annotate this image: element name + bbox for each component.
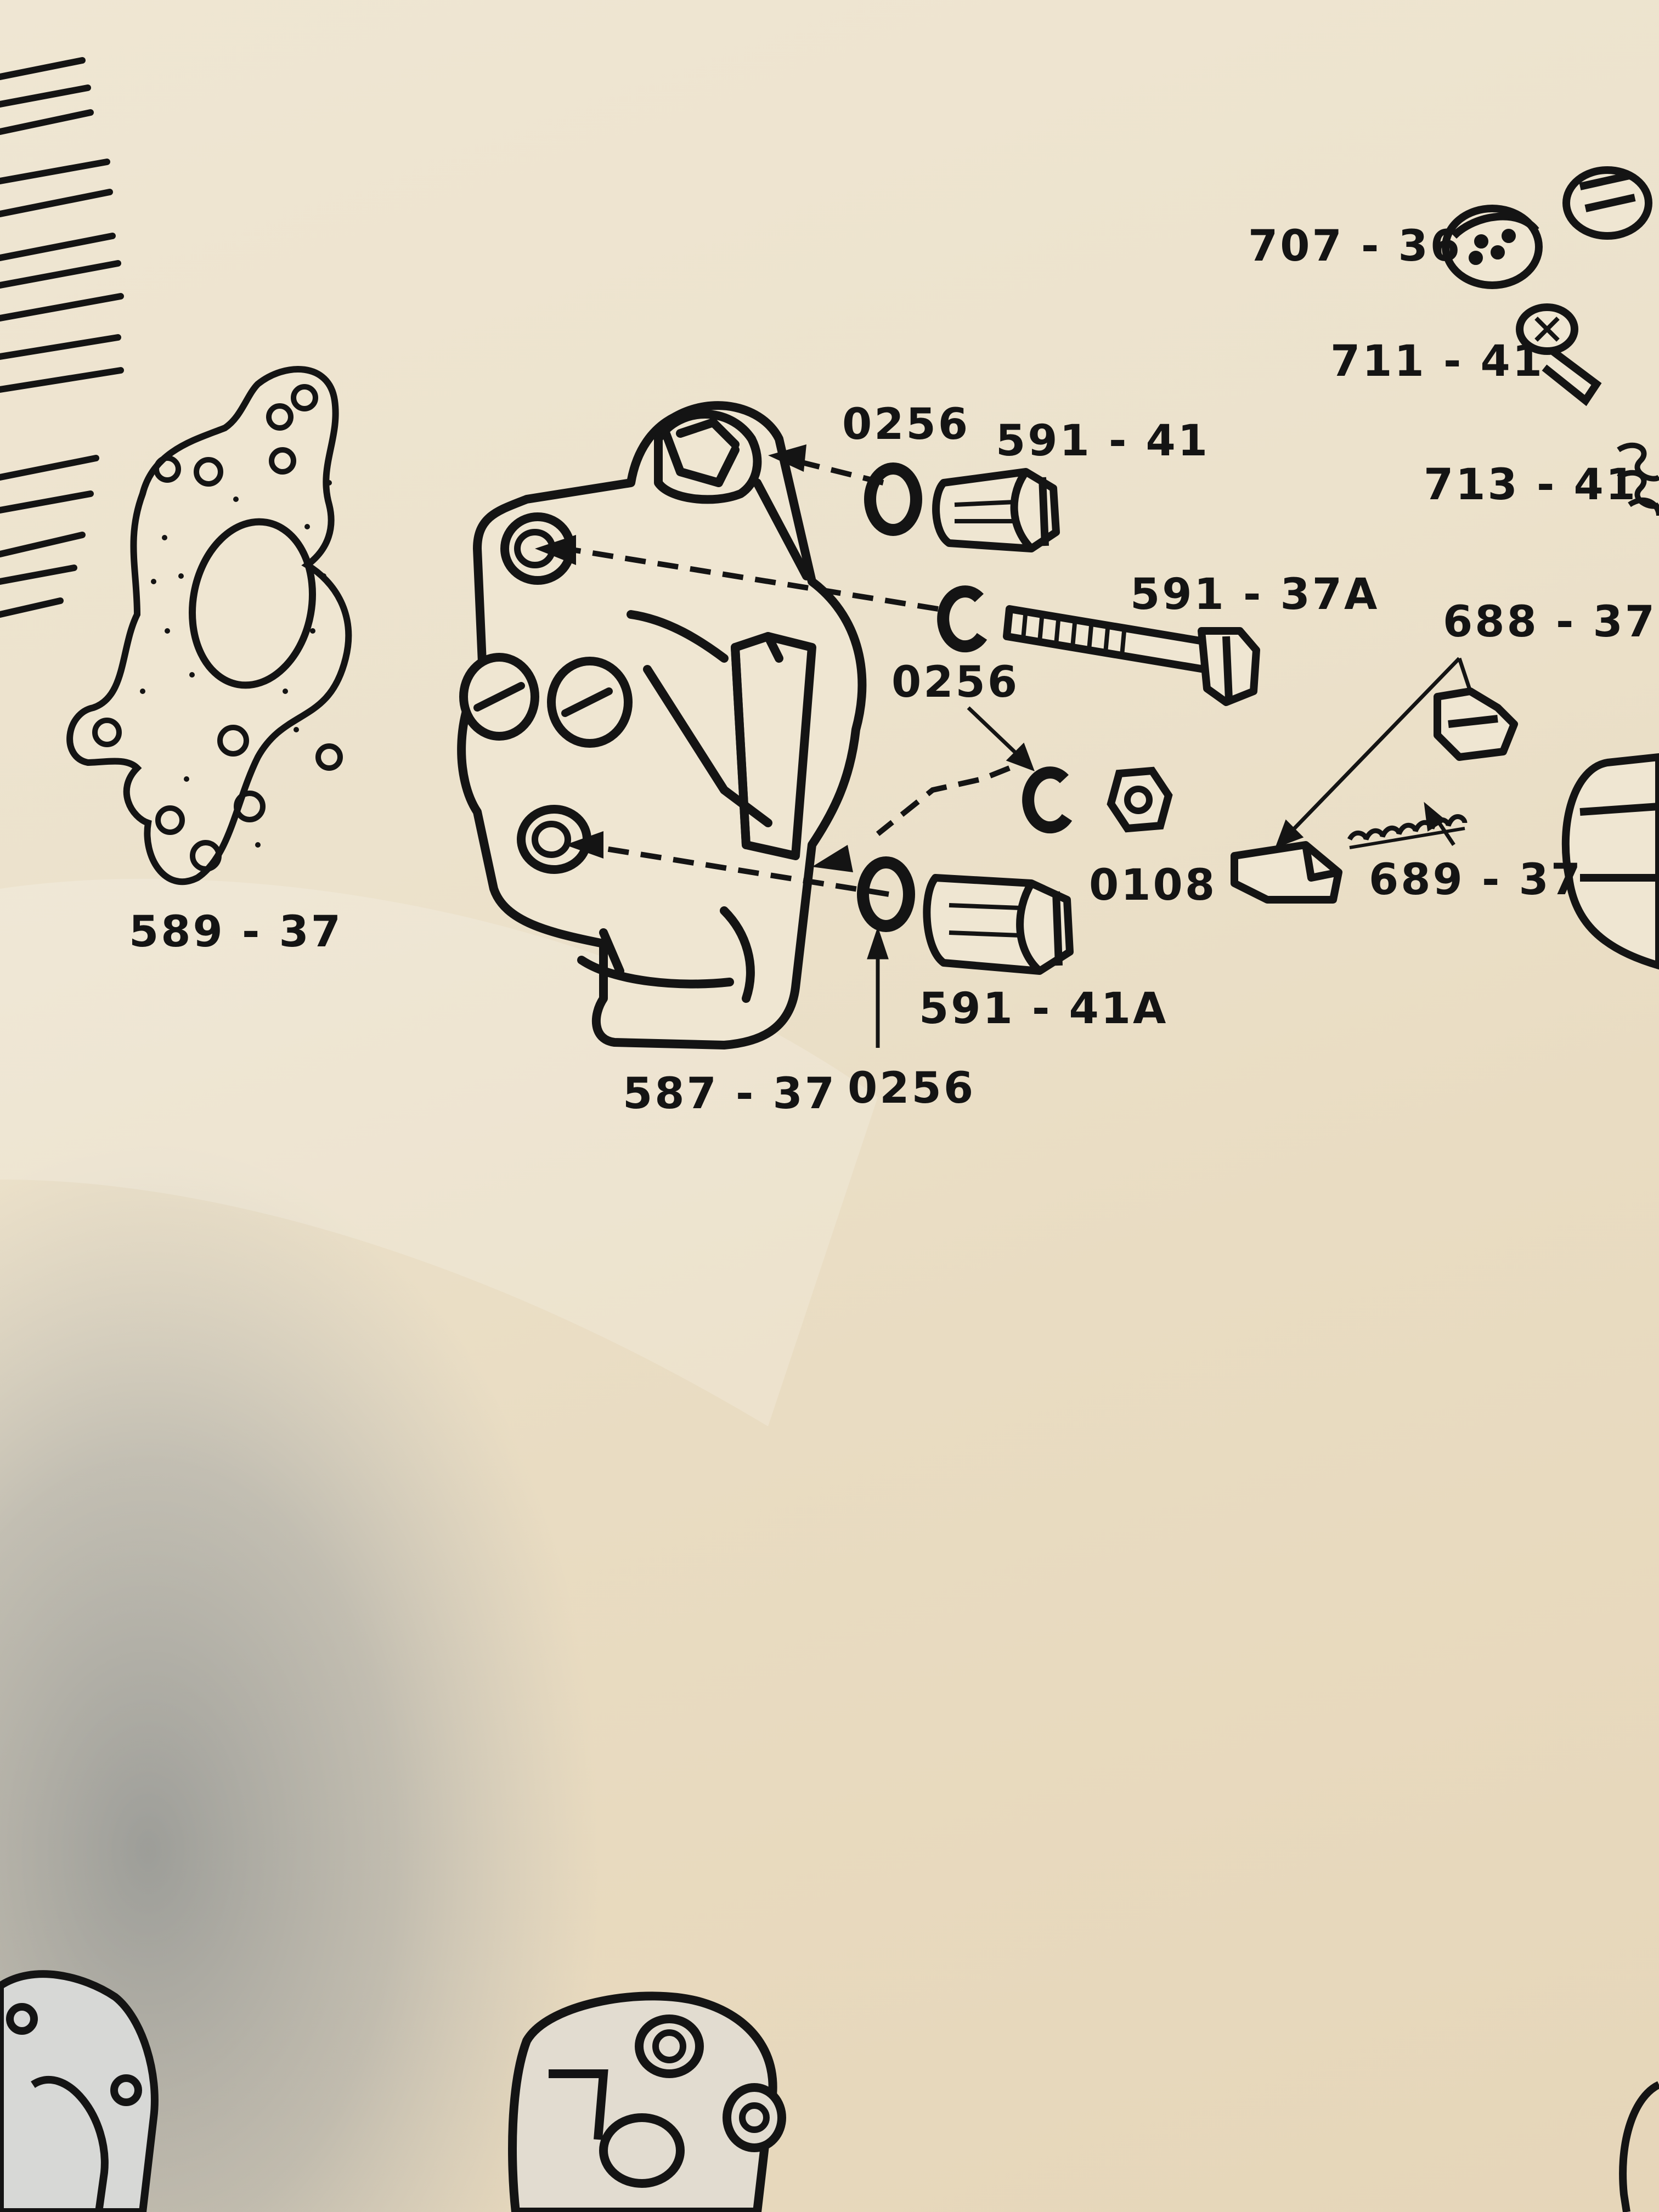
label-0108: 0108	[1089, 861, 1217, 910]
cclip-0256-lower	[1022, 766, 1073, 834]
arrowheads	[535, 444, 853, 872]
label-0256-bottom: 0256	[848, 1064, 975, 1113]
nut-0108	[1107, 766, 1173, 833]
leader-arrows	[867, 657, 1472, 1048]
label-0256-top: 0256	[842, 400, 970, 449]
label-707-36: 707 - 36	[1248, 222, 1462, 271]
bolt-591-37a	[1003, 605, 1260, 706]
left-edge-hatching	[0, 57, 124, 618]
label-711-41: 711 - 41	[1330, 337, 1544, 386]
screw-711-41	[1516, 303, 1602, 407]
washer-0256-bottom	[857, 856, 915, 932]
label-591-41a: 591 - 41A	[919, 984, 1168, 1034]
part-bottom-right	[1619, 2081, 1659, 2212]
label-0256-mid: 0256	[891, 658, 1019, 707]
part-labels: 707 - 36 711 - 41 713 - 41 0256 591 - 41…	[129, 222, 1657, 1119]
screw-top-right	[1562, 166, 1652, 240]
gasket-bottom-left	[0, 1970, 159, 2212]
cap-nut-591-41a	[923, 874, 1074, 975]
housing-587-37	[457, 401, 867, 1049]
label-587-37: 587 - 37	[623, 1069, 837, 1119]
housing-bottom	[508, 1991, 786, 2212]
gasket-589-37	[66, 366, 352, 885]
assembly-lines	[565, 458, 1011, 897]
label-591-41: 591 - 41	[996, 416, 1210, 466]
right-edge-part	[1561, 753, 1659, 970]
screw-707-36	[1442, 205, 1543, 289]
washer-0256-top	[864, 462, 922, 536]
spring-713-41	[1617, 442, 1659, 516]
label-591-37a: 591 - 37A	[1130, 570, 1379, 619]
label-689-37: 689 - 37	[1369, 855, 1583, 905]
cap-nut-591-41	[932, 468, 1060, 552]
label-589-37: 589 - 37	[129, 907, 343, 957]
spring-689-37	[1347, 814, 1468, 849]
label-688-37: 688 - 37	[1443, 597, 1657, 647]
cclip-0256-mid	[937, 585, 988, 653]
block-688-37-upper	[1434, 687, 1518, 761]
label-713-41: 713 - 41	[1424, 460, 1638, 510]
block-688-37-lower	[1231, 841, 1342, 904]
